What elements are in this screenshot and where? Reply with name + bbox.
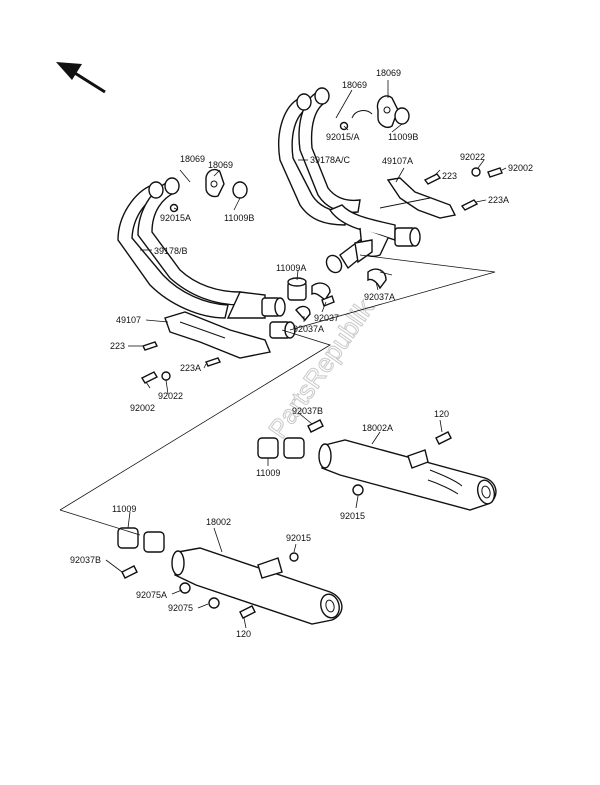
muffler-18002 [171,547,343,625]
flange-left [205,168,225,198]
label-18002: 18002 [206,517,231,527]
label-11009b: 11009B [388,132,418,142]
connector-11009a [287,277,307,301]
connector-11009-left [117,527,165,553]
muffler-18002a [318,439,497,511]
label-18069: 18069 [180,154,205,164]
label-11009b: 11009B [224,213,254,223]
bolt-92037b-left [121,565,138,579]
label-92075a: 92075A [136,590,167,600]
label-11009a: 11009A [276,263,306,273]
label-120: 120 [434,409,449,419]
label-92002: 92002 [130,403,155,413]
label-11009: 11009 [112,504,136,514]
label-49107a: 49107A [382,156,413,166]
gasket-right [394,107,410,125]
nut-92075a [179,582,191,594]
bolt-92002-left [141,371,158,384]
label-223a: 223A [180,363,201,373]
label-92015: 92015 [286,533,311,543]
bolt-120-right [435,431,452,445]
label-18069: 18069 [208,160,233,170]
label-39178ac: 39178A/C [310,155,351,165]
label-18069: 18069 [376,68,401,78]
bolt-92037b-right [307,419,324,433]
clip-92037a-mid [295,305,311,322]
label-11009: 11009 [256,468,280,478]
label-223: 223 [110,341,125,351]
label-92037a: 92037A [293,324,324,334]
label-223a: 223A [488,195,509,205]
label-92037b: 92037B [70,555,101,565]
label-92015a: 92015A [160,213,191,223]
label-18069: 18069 [342,80,367,90]
flange-right [351,95,399,128]
label-92075: 92075 [168,603,193,613]
bolt-223a-right [460,199,479,211]
nut-92015-right [352,484,364,496]
bolt-223a-left [205,357,221,367]
label-223: 223 [442,171,457,181]
reference-lines [59,80,507,629]
label-92037a: 92037A [364,292,395,302]
label-49107: 49107 [116,315,141,325]
label-18002a: 18002A [362,423,393,433]
header-pipe-right [278,87,421,274]
label-92037: 92037 [314,313,339,323]
label-120: 120 [236,629,251,639]
bolt-223-left [142,341,158,351]
label-92015: 92015 [340,511,365,521]
nut-92075 [208,597,220,609]
part-labels: 18069 18069 92015/A 11009B 39178A/C 4910… [70,68,533,639]
clamp-92037 [311,282,335,307]
label-39178b: 39178/B [154,246,188,256]
bolt-92002-right [471,167,503,178]
direction-arrow-icon [56,62,106,94]
clip-92037a-right [367,268,387,290]
label-92022: 92022 [158,391,183,401]
bolt-120-left [239,605,256,619]
header-pipe-left [117,177,296,339]
connector-11009-right [257,437,305,459]
bracket-49107 [164,311,271,359]
bolt-223-right [423,173,442,185]
label-92002: 92002 [508,163,533,173]
gasket-left [232,181,248,199]
bracket-49107a [379,177,457,219]
label-92037b: 92037B [292,406,323,416]
label-92015a: 92015/A [326,132,360,142]
nut-92015-left [289,552,299,562]
washer-92022-left [161,371,171,381]
label-92022: 92022 [460,152,485,162]
